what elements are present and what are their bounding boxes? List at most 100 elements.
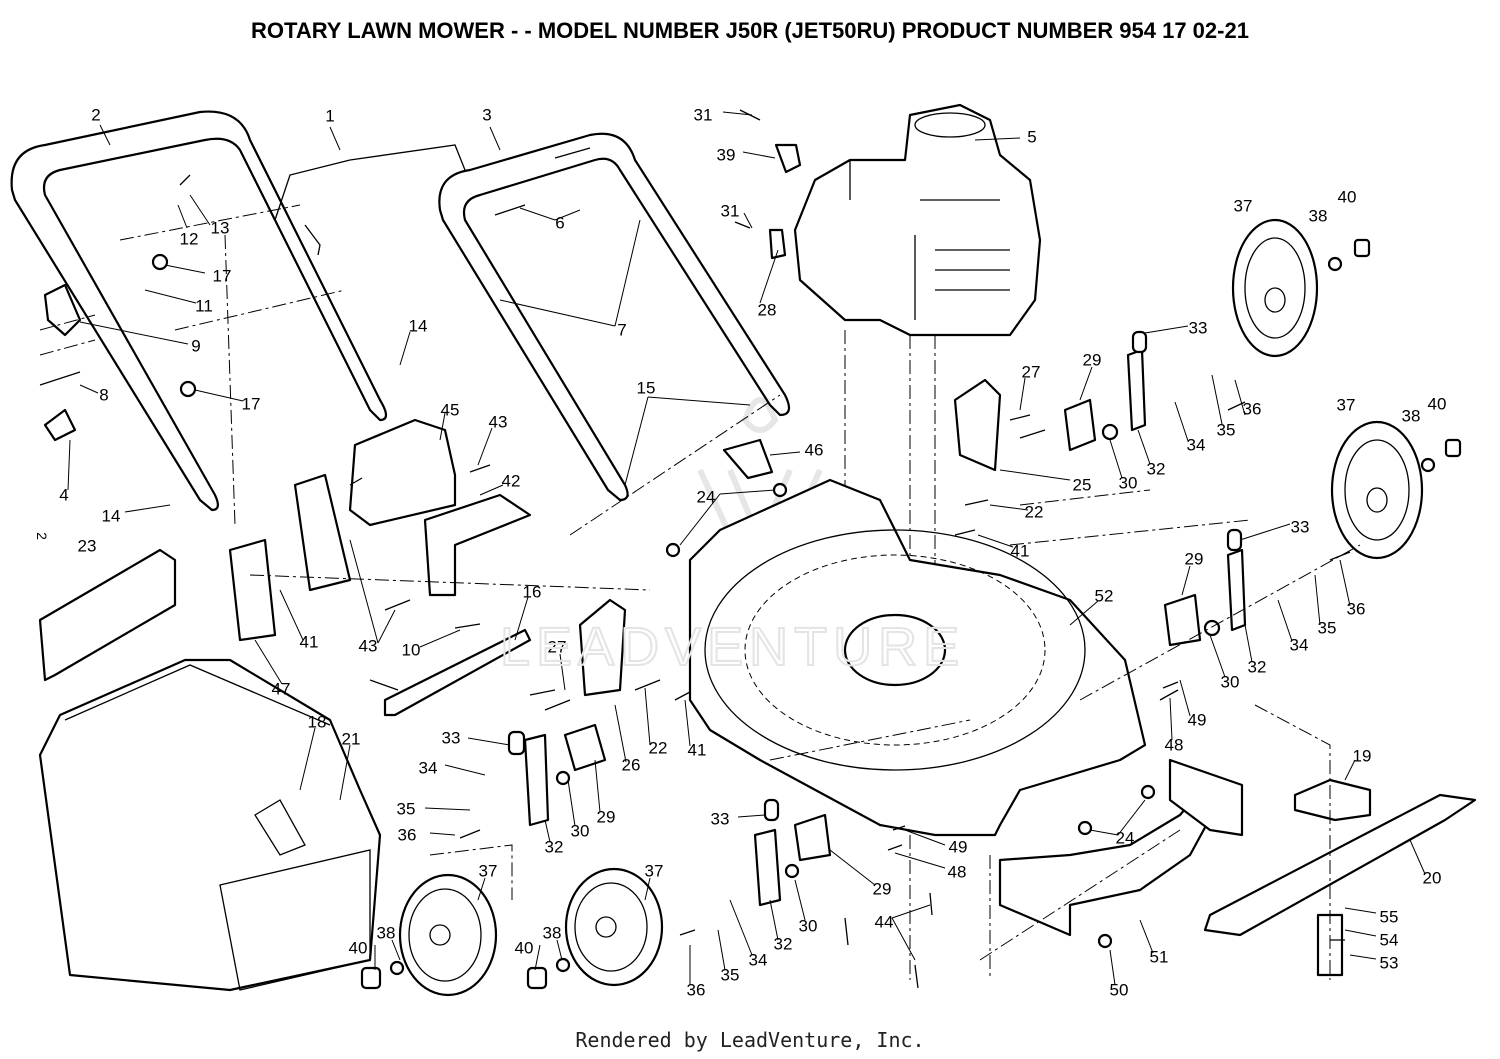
callout-17: 17	[213, 266, 232, 285]
page-title: ROTARY LAWN MOWER - - MODEL NUMBER J50R …	[251, 18, 1249, 43]
callout-17: 17	[242, 394, 261, 413]
rear-flap-part	[998, 758, 1244, 937]
bolt-part	[39, 109, 1351, 989]
callout-21: 21	[342, 729, 361, 748]
leader-lines	[67, 111, 1426, 986]
upper-handle-part	[10, 110, 388, 512]
callout-34: 34	[749, 950, 768, 969]
callout-37: 37	[1337, 395, 1356, 414]
callout-25: 25	[1073, 475, 1092, 494]
callout-30: 30	[799, 916, 818, 935]
callout-33: 33	[1291, 517, 1310, 536]
footer-credit: Rendered by LeadVenture, Inc.	[575, 1028, 925, 1052]
callout-19: 19	[1353, 746, 1372, 765]
wheel-part	[1231, 218, 1319, 358]
wheel-part	[564, 867, 664, 987]
callout-51: 51	[1150, 947, 1169, 966]
callout-3: 3	[482, 105, 491, 124]
callout-24: 24	[1116, 828, 1135, 847]
callout-27: 27	[548, 637, 567, 656]
callout-9: 9	[191, 336, 200, 355]
callout-46: 46	[805, 440, 824, 459]
callout-32: 32	[545, 837, 564, 856]
callout-50: 50	[1110, 980, 1129, 999]
callout-45: 45	[441, 400, 460, 419]
wheel-part	[398, 873, 498, 997]
callout-31: 31	[721, 201, 740, 220]
callout-41: 41	[1011, 541, 1030, 560]
callout-27: 27	[1022, 362, 1041, 381]
callout-33: 33	[442, 728, 461, 747]
callout-34: 34	[1187, 435, 1206, 454]
callout-22: 22	[1025, 502, 1044, 521]
rear-shield-part	[38, 548, 177, 682]
callout-29: 29	[597, 807, 616, 826]
callout-37: 37	[479, 861, 498, 880]
callout-15: 15	[637, 378, 656, 397]
callout-30: 30	[571, 821, 590, 840]
callout-32: 32	[774, 934, 793, 953]
callout-54: 54	[1380, 930, 1399, 949]
height-adjuster-part	[523, 348, 1247, 907]
callout-52: 52	[1095, 586, 1114, 605]
callout-49: 49	[1188, 710, 1207, 729]
callout-36: 36	[398, 825, 417, 844]
callout-38: 38	[1309, 206, 1328, 225]
mower-deck-part	[688, 478, 1147, 837]
callout-36: 36	[687, 980, 706, 999]
engine-part	[793, 103, 1042, 337]
callout-49: 49	[949, 837, 968, 856]
callout-1: 1	[325, 106, 334, 125]
callout-38: 38	[543, 923, 562, 942]
callout-6: 6	[555, 213, 564, 232]
callout-35: 35	[397, 799, 416, 818]
callout-35: 35	[721, 965, 740, 984]
callout-40: 40	[349, 938, 368, 957]
callout-35: 35	[1318, 618, 1337, 637]
callout-30: 30	[1221, 672, 1240, 691]
callout-14: 14	[102, 506, 121, 525]
blade-part	[1203, 778, 1477, 977]
wheel-part	[1330, 420, 1424, 560]
callout-32: 32	[1248, 657, 1267, 676]
callout-33: 33	[711, 809, 730, 828]
callout-41: 41	[688, 740, 707, 759]
callout-2: 2	[91, 105, 100, 124]
callout-44: 44	[875, 912, 894, 931]
axle-bar-part	[383, 628, 532, 717]
callout-8: 8	[99, 385, 108, 404]
callout-29: 29	[1083, 350, 1102, 369]
callout-24: 24	[697, 487, 716, 506]
callout-26: 26	[622, 755, 641, 774]
callout-40: 40	[1428, 394, 1447, 413]
callout-43: 43	[359, 636, 378, 655]
callout-37: 37	[645, 861, 664, 880]
callout-32: 32	[1147, 459, 1166, 478]
lower-handle-part	[438, 132, 791, 502]
callout-55: 55	[1380, 907, 1399, 926]
callout-18: 18	[308, 712, 327, 731]
callout-48: 48	[1165, 735, 1184, 754]
callout-20: 20	[1423, 868, 1442, 887]
callout-13: 13	[211, 218, 230, 237]
callout-12: 12	[180, 229, 199, 248]
callout-29: 29	[873, 879, 892, 898]
callout-30: 30	[1119, 473, 1138, 492]
callout-36: 36	[1347, 599, 1366, 618]
callout-14: 14	[409, 316, 428, 335]
callout-36: 36	[1243, 399, 1262, 418]
grass-bag-part	[38, 658, 382, 992]
control-rod-part	[274, 144, 466, 256]
callout-11: 11	[195, 296, 213, 315]
side-mark: 2	[33, 532, 50, 540]
callout-48: 48	[948, 862, 967, 881]
callout-38: 38	[377, 923, 396, 942]
callout-23: 23	[78, 536, 97, 555]
callout-16: 16	[523, 582, 542, 601]
callout-4: 4	[59, 485, 68, 504]
callout-47: 47	[272, 679, 291, 698]
callout-41: 41	[300, 632, 319, 651]
callout-37: 37	[1234, 196, 1253, 215]
callout-53: 53	[1380, 953, 1399, 972]
